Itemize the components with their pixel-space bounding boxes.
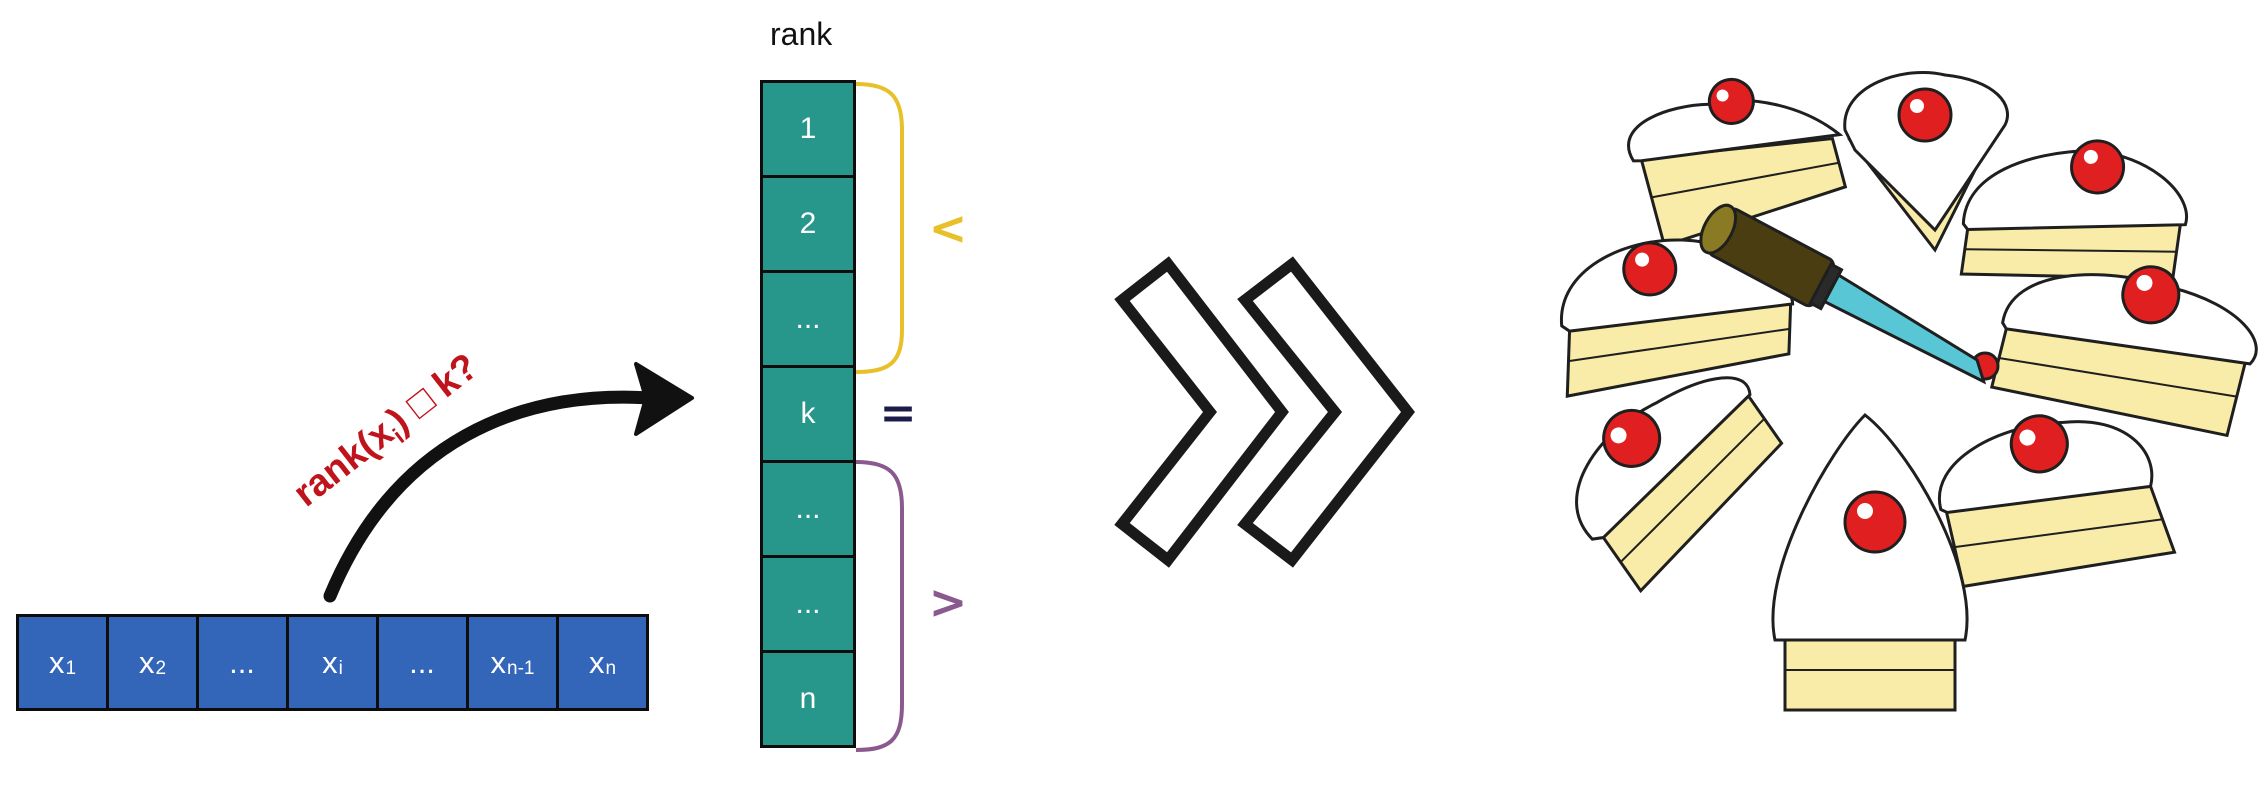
- array-cell: ...: [199, 617, 289, 708]
- array-cell-base: x: [48, 644, 65, 680]
- rank-cell: 2: [763, 178, 853, 273]
- array-cell-sub: n-1: [507, 657, 535, 679]
- array-cell-base: ...: [409, 644, 435, 680]
- array-cell-sub: n: [605, 657, 617, 679]
- array-cell-base: x: [138, 644, 155, 680]
- cake-slice: [1627, 77, 1848, 248]
- array-cell-base: x: [588, 644, 605, 680]
- rank-column: 1 2 ... k ... ... n: [760, 80, 856, 748]
- cake-slice: [1937, 414, 2177, 589]
- array-cell-base: x: [322, 644, 338, 680]
- less-than-label: <: [929, 201, 968, 255]
- greater-bracket: [855, 460, 904, 752]
- curved-arrow-icon: [323, 362, 694, 603]
- array-cell-base: x: [490, 644, 507, 680]
- cake-slice: [1771, 413, 1969, 712]
- knife-icon: [1699, 203, 1987, 385]
- rank-cell: k: [763, 368, 853, 463]
- array-cell-sub: 1: [65, 657, 77, 679]
- double-chevron-arrow-icon: [1114, 256, 1415, 568]
- array-cell-base: ...: [229, 644, 255, 680]
- cake-slice: [1959, 139, 2189, 281]
- rank-cell: ...: [763, 558, 853, 653]
- array-cell: ...: [379, 617, 469, 708]
- cake-slices-illustration: [1560, 70, 2258, 712]
- cake-slice: [1575, 376, 1784, 594]
- rank-cell: ...: [763, 273, 853, 368]
- greater-than-label: >: [929, 575, 968, 629]
- rank-title: rank: [770, 16, 833, 52]
- array-cell-sub: i: [338, 657, 343, 679]
- cake-slice: [1843, 70, 2009, 253]
- rank-cell: n: [763, 653, 853, 745]
- cake-slice: [1989, 265, 2258, 438]
- array-cell-sub: 2: [155, 657, 167, 679]
- rank-cell: 1: [763, 83, 853, 178]
- equal-label: =: [880, 388, 917, 439]
- rank-cell: ...: [763, 463, 853, 558]
- less-bracket: [855, 82, 904, 374]
